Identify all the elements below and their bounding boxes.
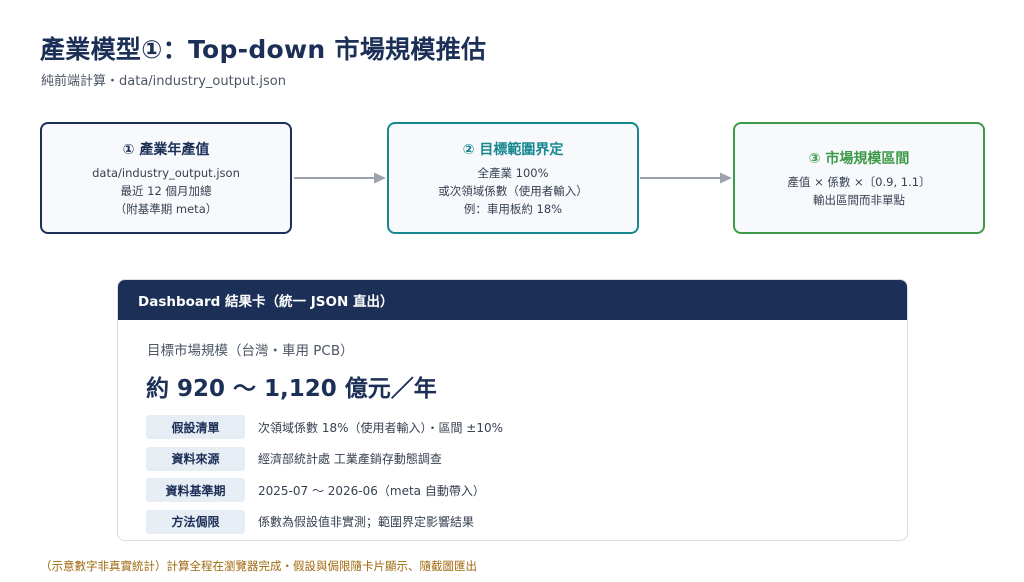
info-tag: 方法侷限 xyxy=(146,509,245,534)
info-row: 方法侷限 係數為假設值非實測；範圍界定影響結果 xyxy=(146,509,503,534)
step-line: 輸出區間而非單點 xyxy=(813,192,905,207)
step-line: data/industry_output.json xyxy=(92,165,240,180)
market-size-label: 目標市場規模（台灣・車用 PCB） xyxy=(147,343,354,359)
step-line: 最近 12 個月加總 xyxy=(120,183,212,198)
step-line: （附基準期 meta） xyxy=(114,201,218,216)
step-title: ③ 市場規模區間 xyxy=(808,150,910,167)
arrow-right-icon xyxy=(640,172,732,184)
step-line: 或次領域係數（使用者輸入） xyxy=(438,183,588,198)
market-size-value: 約 920 ～ 1,120 億元／年 xyxy=(146,376,437,402)
step-title: ① 產業年產值 xyxy=(122,141,210,158)
step-industry-output: ① 產業年產值 data/industry_output.json 最近 12 … xyxy=(40,122,292,234)
info-row: 資料來源 經濟部統計處 工業產銷存動態調查 xyxy=(146,446,503,471)
step-target-scope: ② 目標範圍界定 全產業 100% 或次領域係數（使用者輸入） 例：車用板約 1… xyxy=(387,122,639,234)
info-text: 2025-07 ～ 2026-06（meta 自動帶入） xyxy=(258,483,485,498)
dashboard-result-card: Dashboard 結果卡（統一 JSON 直出） 目標市場規模（台灣・車用 P… xyxy=(117,279,908,541)
footnote: （示意數字非真實統計）計算全程在瀏覽器完成・假設與侷限隨卡片顯示、隨截圖匯出 xyxy=(40,559,477,573)
info-row: 資料基準期 2025-07 ～ 2026-06（meta 自動帶入） xyxy=(146,478,503,502)
arrow-right-icon xyxy=(294,172,386,184)
info-tag: 資料來源 xyxy=(146,446,245,471)
info-text: 次領域係數 18%（使用者輸入）・區間 ±10% xyxy=(258,420,504,435)
card-header: Dashboard 結果卡（統一 JSON 直出） xyxy=(118,280,907,320)
info-tag: 假設清單 xyxy=(146,415,245,439)
info-text: 經濟部統計處 工業產銷存動態調查 xyxy=(258,452,442,466)
info-text: 係數為假設值非實測；範圍界定影響結果 xyxy=(258,515,475,529)
step-market-range: ③ 市場規模區間 產值 × 係數 ×〔0.9, 1.1〕 輸出區間而非單點 xyxy=(733,122,985,234)
step-line: 全產業 100% xyxy=(477,165,549,180)
step-title: ② 目標範圍界定 xyxy=(462,141,564,158)
step-line: 產值 × 係數 ×〔0.9, 1.1〕 xyxy=(787,174,931,189)
info-tag: 資料基準期 xyxy=(146,478,245,502)
info-row: 假設清單 次領域係數 18%（使用者輸入）・區間 ±10% xyxy=(146,415,503,439)
info-rows: 假設清單 次領域係數 18%（使用者輸入）・區間 ±10% 資料來源 經濟部統計… xyxy=(146,415,503,540)
page-subtitle: 純前端計算・data/industry_output.json xyxy=(41,74,287,89)
step-line: 例：車用板約 18% xyxy=(463,201,563,216)
page-title: 產業模型①：Top-down 市場規模推估 xyxy=(40,35,487,64)
